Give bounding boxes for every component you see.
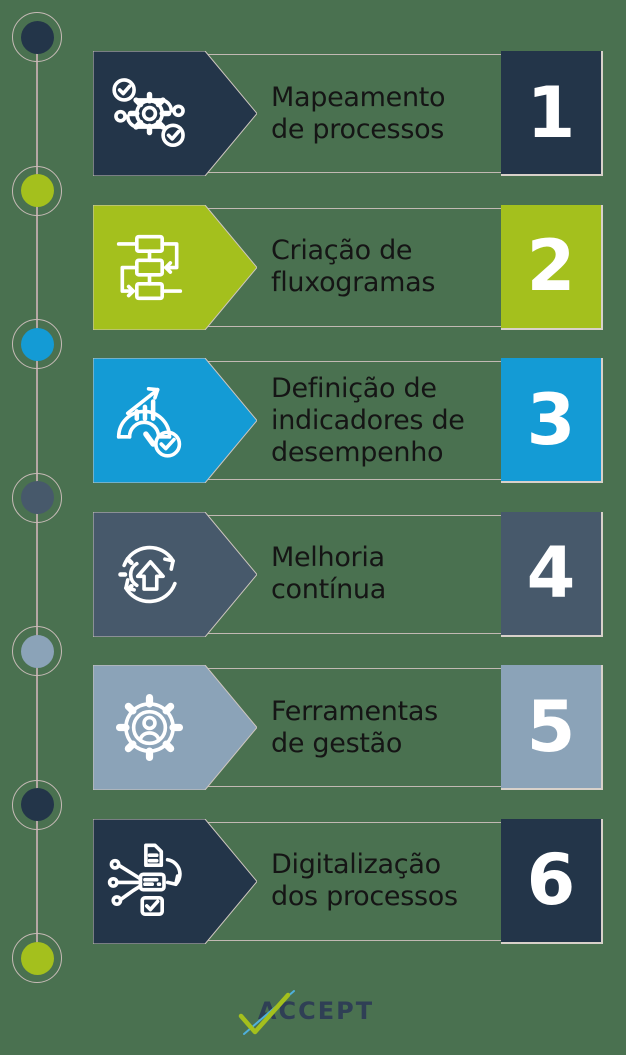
step-title-line: Digitalização — [271, 849, 441, 881]
gear-person-icon — [115, 694, 184, 762]
step-number: 4 — [526, 532, 576, 615]
step-icon-host — [106, 684, 193, 771]
digitalization-icon — [107, 843, 182, 916]
step-number-badge: 3 — [501, 358, 603, 484]
timeline-node — [12, 626, 62, 676]
timeline-node-dot — [20, 481, 54, 514]
timeline-node — [12, 165, 62, 216]
step-number-badge: 5 — [501, 665, 603, 791]
step-title-line: Definição de — [271, 372, 437, 404]
timeline-node-dot — [20, 788, 54, 821]
step-icon-host — [106, 224, 193, 311]
process-mapping-icon — [112, 78, 185, 148]
step-number-badge: 2 — [501, 204, 603, 330]
flowchart-icon — [116, 234, 183, 300]
step-number-badge: 6 — [501, 818, 603, 944]
step-title-line: de processos — [271, 113, 445, 145]
timeline-node — [12, 933, 62, 983]
step-icon-host — [106, 70, 193, 157]
footer: ACCEPT — [0, 990, 626, 1035]
step-arrow-shape — [93, 358, 257, 484]
step-number-badge: 4 — [501, 511, 603, 637]
step-title-line: Ferramentas — [271, 695, 438, 727]
step-icon-host — [106, 838, 193, 925]
step-title-line: Mapeamento — [271, 81, 446, 113]
continuous-improvement-icon — [118, 545, 177, 604]
accept-logo: ACCEPT — [238, 990, 375, 1035]
step-icon-host — [106, 377, 193, 464]
logo-check-icon — [238, 990, 295, 1035]
timeline-node — [12, 779, 62, 830]
step-number: 3 — [526, 378, 576, 461]
step-arrow-shape — [93, 511, 257, 637]
logo-text: ACCEPT — [257, 997, 375, 1025]
step-title-line: dos processos — [271, 881, 458, 913]
step-title-line: desempenho — [271, 436, 444, 468]
step-number: 5 — [526, 685, 576, 768]
timeline-node-dot — [20, 20, 54, 54]
process-timeline — [0, 0, 90, 1055]
timeline-node-dot — [20, 327, 54, 361]
timeline-node-dot — [20, 941, 54, 975]
timeline-node-dot — [20, 634, 54, 668]
step-title-line: indicadores de — [271, 404, 465, 436]
timeline-node — [12, 319, 62, 369]
step-title-line: Criação de — [271, 235, 413, 267]
timeline-node — [12, 472, 62, 523]
timeline-node — [12, 12, 62, 62]
step-number: 1 — [526, 71, 576, 154]
step-title-line: contínua — [271, 574, 386, 606]
timeline-node-dot — [20, 174, 54, 207]
step-number: 6 — [526, 839, 576, 922]
step-title-line: de gestão — [271, 727, 403, 759]
step-number: 2 — [526, 225, 576, 308]
step-title-line: Melhoria — [271, 542, 385, 574]
step-number-badge: 1 — [501, 51, 603, 176]
performance-gauge-icon — [116, 387, 182, 458]
step-icon-host — [106, 531, 193, 618]
step-title-line: fluxogramas — [271, 267, 436, 299]
